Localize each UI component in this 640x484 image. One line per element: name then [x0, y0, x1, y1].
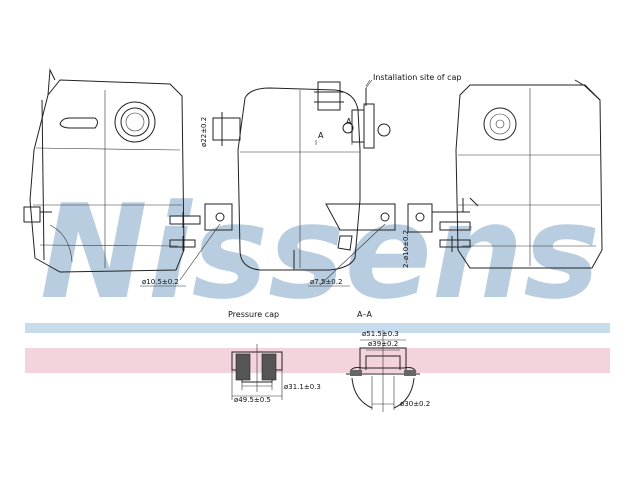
dim-51-5: ø51.5±0.3	[362, 330, 399, 338]
pressure-cap-label: Pressure cap	[228, 310, 279, 319]
dim-2x10: 2–ø10±0.2	[402, 230, 410, 268]
dim-30: ø30±0.2	[400, 400, 430, 408]
section-marker-a-left: A	[318, 131, 324, 140]
pressure-cap-drawing	[231, 344, 283, 400]
installation-site-label: Installation site of cap	[373, 73, 461, 82]
section-aa-label: A–A	[357, 310, 372, 319]
section-marker-a-right: A	[346, 117, 352, 126]
dim-7-5: ø7.5±0.2	[310, 278, 342, 286]
blue-band	[25, 323, 610, 333]
pink-band	[25, 348, 610, 373]
dim-31-1: ø31.1±0.3	[284, 383, 321, 391]
watermark-logo: Nissens	[40, 176, 600, 328]
center-tank-view	[212, 79, 396, 286]
dim-49-5: ø49.5±0.5	[234, 396, 271, 404]
left-tank-view	[23, 68, 233, 281]
dim-39: ø39±0.2	[368, 340, 398, 348]
right-tank-view	[407, 79, 603, 269]
dim-22: ø22±0.2	[200, 117, 208, 147]
section-aa-drawing	[346, 330, 420, 412]
dim-10-5: ø10.5±0.2	[142, 278, 179, 286]
